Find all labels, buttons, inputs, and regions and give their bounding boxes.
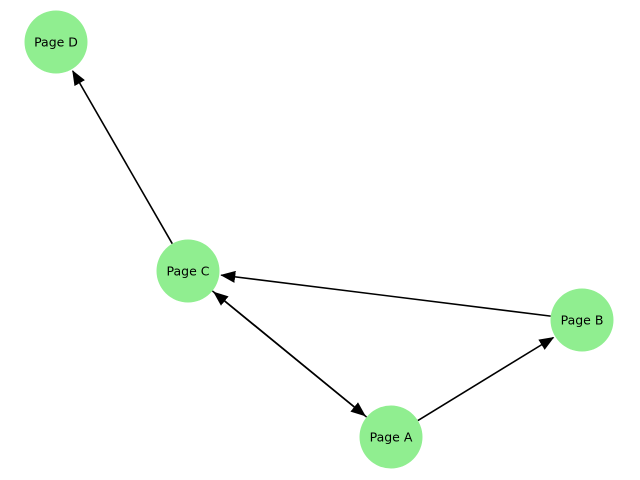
graph-edge (72, 70, 173, 245)
graph-edge (220, 270, 551, 317)
graph-edge (417, 336, 555, 422)
edges-layer (72, 70, 555, 422)
node-label: Page C (167, 263, 210, 278)
graph-node[interactable] (156, 239, 220, 303)
nodes-layer (24, 10, 614, 469)
node-label: Page A (370, 429, 413, 444)
node-label: Page D (34, 34, 78, 49)
graph-node[interactable] (359, 405, 423, 469)
graph-node[interactable] (550, 288, 614, 352)
graph-node[interactable] (24, 10, 88, 74)
node-label: Page B (561, 312, 604, 327)
labels-layer: Page D Page C Page B Page A (34, 34, 603, 444)
graph-edge (211, 290, 366, 417)
